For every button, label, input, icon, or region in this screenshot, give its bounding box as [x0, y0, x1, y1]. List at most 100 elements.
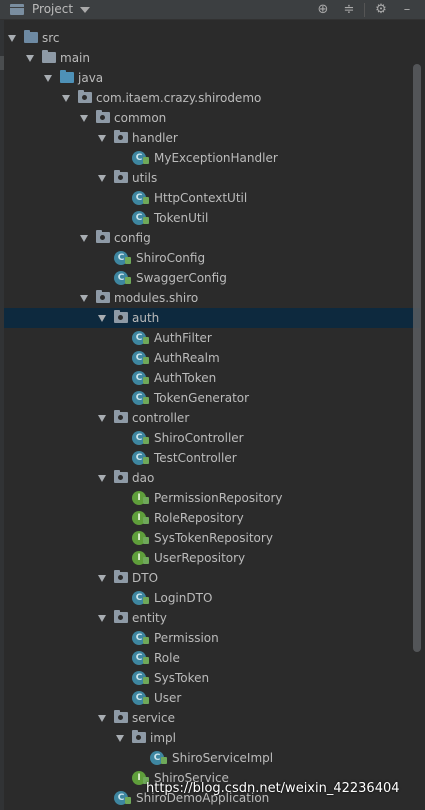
- tree-row-utils[interactable]: utils: [4, 168, 420, 188]
- expand-arrow-icon[interactable]: [98, 575, 106, 582]
- interface-icon: I: [132, 531, 149, 545]
- package-icon: [96, 290, 110, 303]
- tree-row-handler[interactable]: handler: [4, 128, 420, 148]
- tree-row-main[interactable]: main: [4, 48, 420, 68]
- expand-arrow-icon[interactable]: [98, 315, 106, 322]
- class-icon: C: [132, 211, 149, 225]
- tree-item-label: SwaggerConfig: [136, 271, 227, 285]
- tree-item-label: src: [42, 31, 60, 45]
- tree-item-label: UserRepository: [154, 551, 246, 565]
- tree-item-label: ShiroConfig: [136, 251, 206, 265]
- tree-row-src[interactable]: src: [4, 28, 420, 48]
- expand-arrow-icon[interactable]: [44, 75, 52, 82]
- access-lock-icon: [143, 337, 149, 344]
- expand-arrow-icon[interactable]: [98, 715, 106, 722]
- tree-row-impl[interactable]: impl: [4, 728, 420, 748]
- tree-row-com-itaem-crazy-shirodemo[interactable]: com.itaem.crazy.shirodemo: [4, 88, 420, 108]
- tree-item-label: main: [60, 51, 90, 65]
- class-icon: C: [132, 451, 149, 465]
- access-lock-icon: [143, 497, 149, 504]
- tree-row-auth[interactable]: auth: [4, 308, 420, 328]
- expand-arrow-icon[interactable]: [98, 175, 106, 182]
- tree-item-label: Role: [154, 651, 180, 665]
- tree-item-label: RoleRepository: [154, 511, 244, 525]
- expand-arrow-icon[interactable]: [80, 295, 88, 302]
- tree-row-entity[interactable]: entity: [4, 608, 420, 628]
- package-icon: [96, 230, 110, 243]
- locate-icon[interactable]: ⊕: [317, 2, 329, 17]
- tree-item-label: SysToken: [154, 671, 210, 685]
- tree-row-userrepository[interactable]: I UserRepository: [4, 548, 420, 568]
- tree-item-label: auth: [132, 311, 160, 325]
- expand-arrow-icon[interactable]: [80, 115, 88, 122]
- collapse-icon[interactable]: ≑: [343, 2, 355, 17]
- panel-title[interactable]: Project: [32, 2, 74, 16]
- expand-arrow-icon[interactable]: [26, 55, 34, 62]
- tree-item-label: TokenGenerator: [154, 391, 250, 405]
- access-lock-icon: [125, 797, 131, 804]
- class-icon: C: [132, 351, 149, 365]
- expand-arrow-icon[interactable]: [98, 615, 106, 622]
- tree-row-config[interactable]: config: [4, 228, 420, 248]
- expand-arrow-icon[interactable]: [8, 35, 16, 42]
- hide-icon[interactable]: –: [403, 2, 411, 17]
- vertical-scrollbar[interactable]: [413, 64, 421, 652]
- folder-icon: [42, 50, 56, 63]
- tree-item-label: MyExceptionHandler: [154, 151, 278, 165]
- expand-arrow-icon[interactable]: [98, 135, 106, 142]
- access-lock-icon: [143, 377, 149, 384]
- interface-icon: I: [132, 491, 149, 505]
- tree-row-dao[interactable]: dao: [4, 468, 420, 488]
- tree-row-common[interactable]: common: [4, 108, 420, 128]
- expand-arrow-icon[interactable]: [80, 235, 88, 242]
- tree-item-label: ShiroService: [154, 771, 229, 785]
- expand-arrow-icon[interactable]: [62, 95, 70, 102]
- tree-row-dto[interactable]: DTO: [4, 568, 420, 588]
- tree-item-label: dao: [132, 471, 155, 485]
- interface-icon: I: [132, 551, 149, 565]
- expand-arrow-icon[interactable]: [98, 475, 106, 482]
- tree-item-label: modules.shiro: [114, 291, 199, 305]
- access-lock-icon: [143, 397, 149, 404]
- tree-item-label: controller: [132, 411, 190, 425]
- class-icon: C: [132, 671, 149, 685]
- tree-row-controller[interactable]: controller: [4, 408, 420, 428]
- dropdown-icon[interactable]: [80, 7, 90, 13]
- tree-row-shiroservice[interactable]: I ShiroService: [4, 768, 420, 788]
- access-lock-icon: [143, 157, 149, 164]
- access-lock-icon: [143, 197, 149, 204]
- access-lock-icon: [143, 777, 149, 784]
- watermark-text: https://blog.csdn.net/weixin_42236404: [146, 781, 400, 796]
- gear-icon[interactable]: ⚙: [375, 2, 387, 17]
- tree-item-label: java: [78, 71, 104, 85]
- interface-icon: I: [132, 771, 149, 785]
- folder-icon: [60, 70, 74, 83]
- tree-row-service[interactable]: service: [4, 708, 420, 728]
- tree-row-java[interactable]: java: [4, 68, 420, 88]
- access-lock-icon: [143, 537, 149, 544]
- expand-arrow-icon[interactable]: [98, 415, 106, 422]
- expand-arrow-icon[interactable]: [116, 735, 124, 742]
- tree-row-systoken[interactable]: C SysToken: [4, 668, 420, 688]
- tree-row-modules-shiro[interactable]: modules.shiro: [4, 288, 420, 308]
